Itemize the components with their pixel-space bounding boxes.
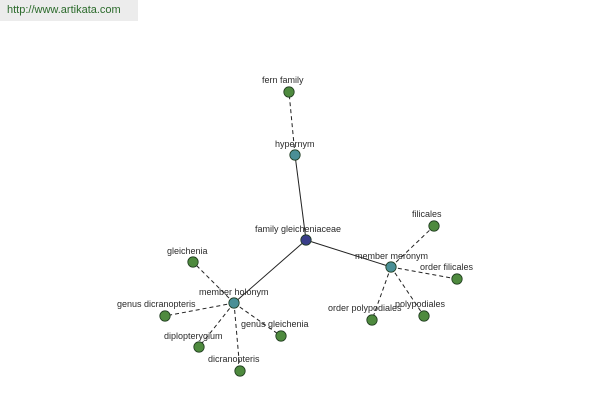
node-label-member-meronym[interactable]: member meronym	[355, 251, 428, 261]
node-genus-dicranopteris[interactable]	[159, 310, 171, 322]
node-hypernym[interactable]	[289, 149, 301, 161]
node-member-meronym[interactable]	[385, 261, 397, 273]
node-label-genus-gleichenia[interactable]: genus gleichenia	[241, 319, 309, 329]
node-order-polypodiales[interactable]	[366, 314, 378, 326]
edge-member-holonym-to-genus-gleichenia	[233, 302, 282, 337]
node-order-filicales[interactable]	[451, 273, 463, 285]
node-label-filicales[interactable]: filicales	[412, 209, 442, 219]
node-label-genus-dicranopteris[interactable]: genus dicranopteris	[117, 299, 196, 309]
edge-center-to-member-holonym	[233, 239, 307, 304]
node-label-order-polypodiales[interactable]: order polypodiales	[328, 303, 402, 313]
node-member-holonym[interactable]	[228, 297, 240, 309]
nodes-layer	[159, 86, 463, 377]
node-label-center[interactable]: family gleicheniaceae	[255, 224, 341, 234]
node-label-hypernym[interactable]: hypernym	[275, 139, 315, 149]
node-label-fern-family[interactable]: fern family	[262, 75, 304, 85]
node-center[interactable]	[300, 234, 312, 246]
edge-member-meronym-to-order-polypodiales	[371, 266, 392, 321]
node-gleichenia[interactable]	[187, 256, 199, 268]
edge-member-holonym-to-diplopterygium	[198, 302, 235, 348]
edge-member-holonym-to-dicranopteris	[233, 302, 241, 372]
node-label-polypodiales[interactable]: polypodiales	[395, 299, 446, 309]
node-label-member-holonym[interactable]: member holonym	[199, 287, 269, 297]
node-label-diplopterygium[interactable]: diplopterygium	[164, 331, 223, 341]
site-url-link[interactable]: http://www.artikata.com	[7, 4, 121, 16]
edge-hypernym-to-fern-family	[288, 91, 296, 156]
edge-member-meronym-to-filicales	[390, 225, 435, 268]
edge-member-holonym-to-gleichenia	[192, 261, 235, 304]
edges-layer	[164, 91, 458, 372]
node-dicranopteris[interactable]	[234, 365, 246, 377]
labels-layer: family gleicheniaceae hypernym fern family…	[117, 75, 474, 364]
url-bar: http://www.artikata.com	[0, 0, 138, 21]
node-label-order-filicales[interactable]: order filicales	[420, 262, 474, 272]
node-fern-family[interactable]	[283, 86, 295, 98]
node-genus-gleichenia[interactable]	[275, 330, 287, 342]
edge-center-to-hypernym	[294, 154, 307, 241]
node-filicales[interactable]	[428, 220, 440, 232]
node-label-dicranopteris[interactable]: dicranopteris	[208, 354, 260, 364]
edge-member-holonym-to-genus-dicranopteris	[164, 302, 235, 317]
node-polypodiales[interactable]	[418, 310, 430, 322]
node-label-gleichenia[interactable]: gleichenia	[167, 246, 208, 256]
node-diplopterygium[interactable]	[193, 341, 205, 353]
edge-member-meronym-to-polypodiales	[390, 266, 425, 317]
edge-center-to-member-meronym	[305, 239, 392, 268]
